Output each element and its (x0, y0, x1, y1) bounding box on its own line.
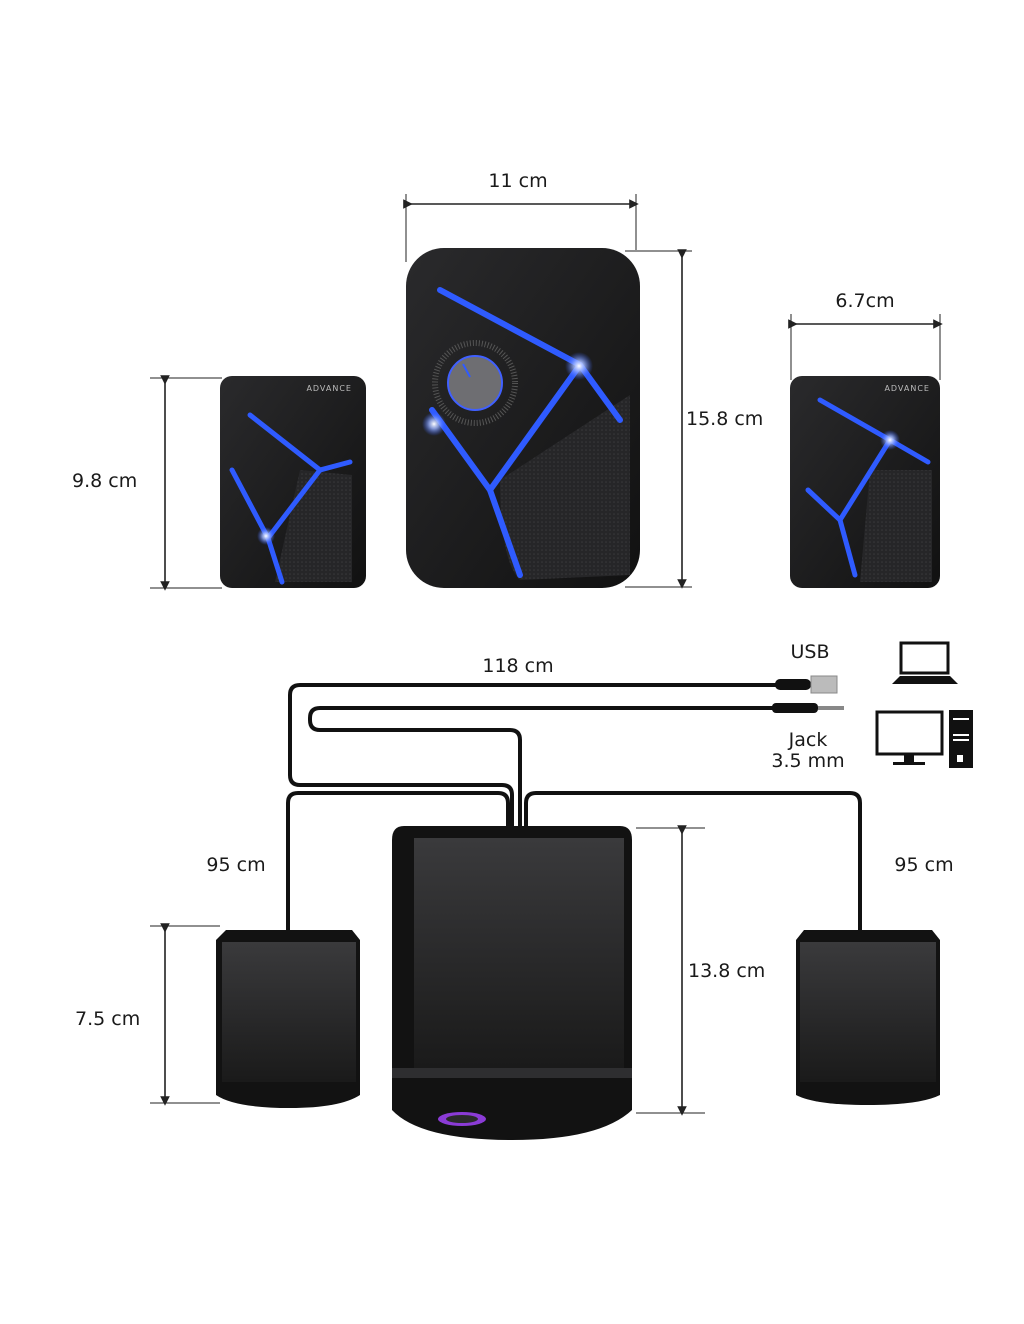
right-satellite-top (796, 930, 940, 1105)
left-satellite-top (216, 930, 360, 1108)
left-cable-length-label: 95 cm (206, 854, 265, 876)
right-satellite-front: ADVANCE (790, 376, 940, 588)
laptop-icon (892, 641, 958, 684)
subwoofer-front (406, 248, 640, 588)
subwoofer-depth-dimension: 13.8 cm (636, 825, 765, 1116)
subwoofer-top (392, 826, 632, 1140)
desktop-computer-icon (875, 710, 973, 768)
brand-logo: ADVANCE (884, 384, 930, 393)
satellite-width-label: 6.7cm (835, 290, 894, 312)
left-satellite-front: ADVANCE (220, 376, 366, 588)
subwoofer-width-label: 11 cm (488, 170, 547, 192)
jack-plug (772, 703, 844, 713)
main-cable-length-label: 118 cm (482, 655, 553, 677)
subwoofer-height-dimension: 15.8 cm (625, 249, 763, 589)
right-cable-length-label: 95 cm (894, 854, 953, 876)
satellite-height-dimension: 9.8 cm (72, 375, 222, 591)
satellite-height-label: 9.8 cm (72, 470, 137, 492)
usb-plug (775, 675, 838, 694)
usb-label: USB (790, 641, 829, 663)
volume-knob (432, 340, 518, 426)
jack-label: Jack (788, 729, 828, 751)
subwoofer-height-label: 15.8 cm (686, 408, 763, 430)
subwoofer-width-dimension: 11 cm (403, 170, 639, 262)
subwoofer-depth-label: 13.8 cm (688, 960, 765, 982)
satellite-width-dimension: 6.7cm (788, 290, 943, 380)
satellite-depth-dimension: 7.5 cm (75, 923, 220, 1106)
brand-logo: ADVANCE (306, 384, 352, 393)
cables (286, 683, 862, 932)
jack-size-label: 3.5 mm (771, 750, 844, 772)
satellite-depth-label: 7.5 cm (75, 1008, 140, 1030)
